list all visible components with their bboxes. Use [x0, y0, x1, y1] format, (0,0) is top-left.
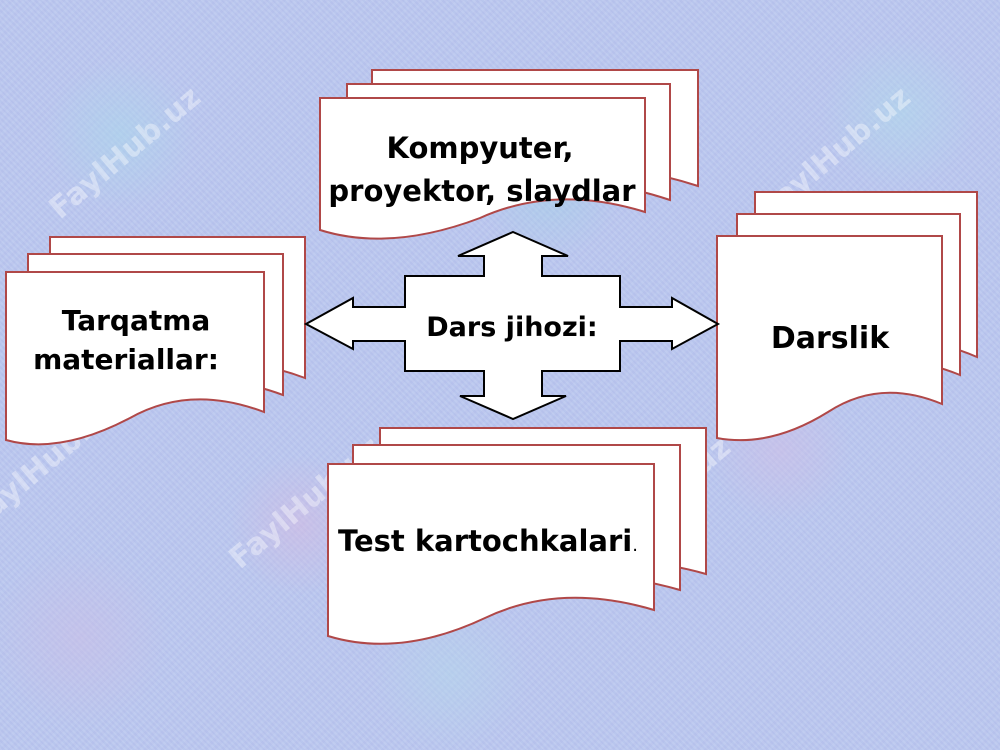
node-left-stack	[5, 236, 306, 446]
node-left-label-line2: materiallar:	[33, 343, 219, 376]
document-shape	[327, 463, 655, 645]
node-bottom-label-text: Test kartochkalari	[338, 524, 632, 558]
node-right-stack	[716, 191, 978, 442]
center-label: Dars jihozi:	[426, 312, 597, 343]
document-shape	[716, 235, 943, 442]
document-shape	[319, 97, 646, 240]
node-top-label-line1: Kompyuter,	[387, 131, 574, 165]
four-way-arrow-icon	[303, 230, 721, 421]
node-top-label-line2: proyektor, slaydlar	[328, 174, 636, 208]
document-shape	[5, 271, 265, 446]
node-bottom-label-suffix: .	[632, 535, 638, 556]
watermark: FaylHub.uz	[43, 80, 208, 226]
node-left-label-line1: Tarqatma	[62, 304, 211, 337]
node-top-stack	[319, 69, 699, 240]
node-right-label: Darslik	[771, 321, 890, 356]
node-bottom-label: Test kartochkalari.	[338, 524, 638, 558]
node-bottom-stack	[327, 427, 707, 645]
